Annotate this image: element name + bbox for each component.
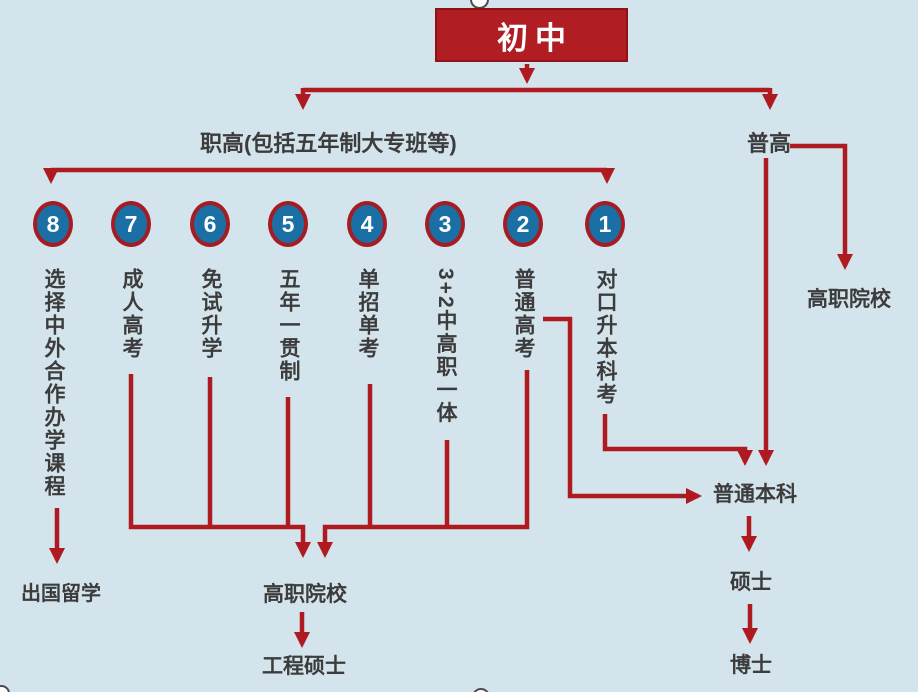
path-label-3: 3+2中高职一体 (434, 268, 457, 425)
root-node-label: 初中 (497, 20, 573, 56)
outcome-vocational-college-right: 高职院校 (807, 288, 891, 311)
path-circle-7: 7 (111, 201, 151, 247)
edge-regular-to-vocational-college-right (790, 143, 853, 270)
path-label-7: 成人高考 (120, 268, 143, 360)
path-circle-6: 6 (190, 201, 230, 247)
path-circle-5: 5 (268, 201, 308, 247)
slide-edge-right (918, 0, 924, 698)
path-circle-3-number: 3 (438, 210, 452, 237)
path-circle-2: 2 (503, 201, 543, 247)
decorative-circle-bottom-left (0, 685, 10, 698)
path-label-2: 普通高考 (512, 268, 535, 360)
path-label-4: 单招单考 (356, 268, 379, 360)
path-circle-1-number: 1 (598, 210, 612, 237)
path-label-5: 五年一贯制 (277, 268, 300, 383)
path-circle-3: 3 (425, 201, 465, 247)
path-label-1: 对口升本科考 (594, 268, 617, 406)
outcome-doctor: 博士 (730, 654, 772, 677)
edge-left-bus (128, 374, 311, 558)
outcome-vocational-college-mid: 高职院校 (263, 583, 347, 606)
edge-duikou-to-undergraduate (602, 414, 753, 466)
edge-gaokao-to-undergraduate (543, 316, 702, 504)
path-label-6: 免试升学 (199, 268, 222, 360)
path-circle-4-number: 4 (360, 210, 374, 237)
path-label-8: 选择中外合作办学课程 (42, 268, 65, 498)
outcome-master: 硕士 (730, 571, 772, 594)
slide-edge-bottom (0, 692, 924, 698)
edge-right-bus (317, 370, 530, 558)
regular-high-label: 普高 (747, 131, 792, 156)
vocational-high-label: 职高(包括五年制大专班等) (200, 131, 457, 156)
path-circle-7-number: 7 (124, 210, 138, 237)
outcome-engineering-master: 工程硕士 (262, 655, 346, 678)
path-circle-1: 1 (585, 201, 625, 247)
outcome-regular-undergraduate: 普通本科 (713, 483, 797, 506)
path-circle-8: 8 (33, 201, 73, 247)
path-circle-2-number: 2 (516, 210, 530, 237)
path-circle-6-number: 6 (203, 210, 217, 237)
path-circle-8-number: 8 (46, 210, 60, 237)
path-circle-5-number: 5 (281, 210, 295, 237)
root-node-junior-high: 初中 (435, 8, 628, 62)
outcome-study-abroad: 出国留学 (21, 583, 101, 605)
path-circle-4: 4 (347, 201, 387, 247)
